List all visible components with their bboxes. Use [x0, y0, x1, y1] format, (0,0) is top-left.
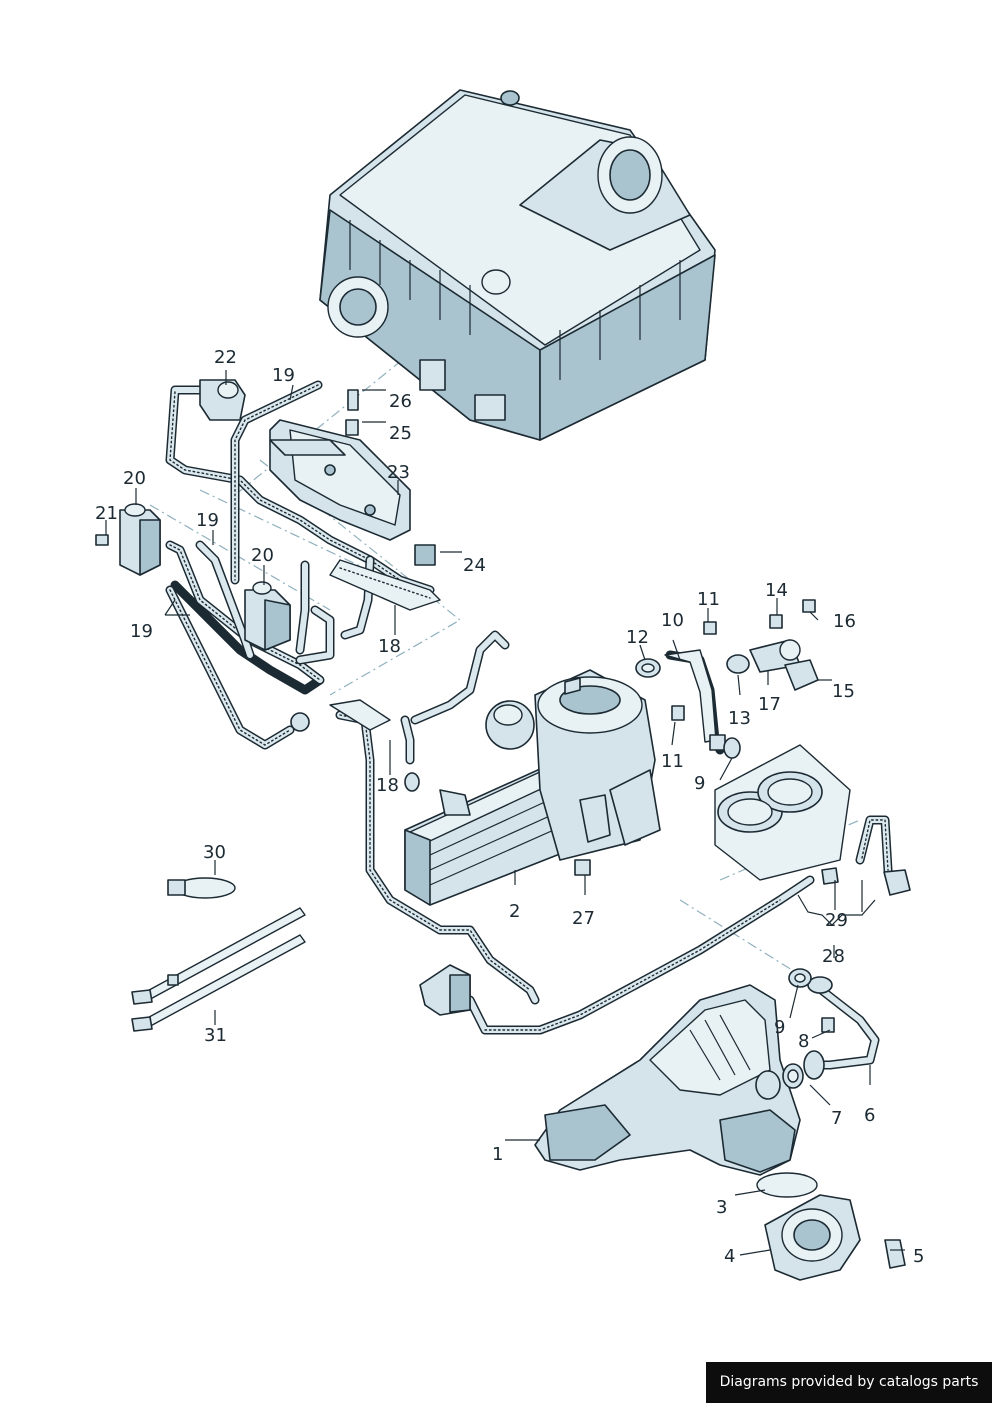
- callout-5: 5: [913, 1246, 924, 1267]
- credit-banner: Diagrams provided by catalogs parts: [706, 1362, 992, 1403]
- callout-23: 23: [387, 462, 410, 483]
- callout-14: 14: [765, 580, 788, 601]
- callout-16: 16: [833, 611, 856, 632]
- callout-4: 4: [724, 1246, 735, 1267]
- callout-10: 10: [661, 610, 684, 631]
- egr-cooler: [404, 669, 661, 906]
- intake-manifold: [534, 984, 801, 1176]
- connector: [419, 964, 471, 1016]
- leader-lines: [105, 370, 905, 1256]
- egr-pipe-parts: [635, 599, 819, 759]
- callout-18-upper: 18: [378, 636, 401, 657]
- callout-3: 3: [716, 1197, 727, 1218]
- air-filter-housing: [319, 89, 716, 441]
- hose-rail: [329, 559, 441, 731]
- callout-28: 28: [822, 946, 845, 967]
- credit-text: Diagrams provided by catalogs parts: [719, 1374, 979, 1390]
- callout-24: 24: [463, 555, 486, 576]
- bracket: [269, 419, 411, 541]
- callout-11-lower: 11: [661, 751, 684, 772]
- callout-numbers: 1 2 3 4 5 6 7 8 9 9 10 11 11 12 13 14 15…: [95, 347, 924, 1267]
- egr-pipe-lower: [782, 968, 880, 1089]
- callout-1: 1: [492, 1144, 503, 1165]
- callout-20-left: 20: [123, 468, 146, 489]
- callout-25: 25: [389, 423, 412, 444]
- callout-26: 26: [389, 391, 412, 412]
- callout-2: 2: [509, 901, 520, 922]
- callout-18-lower: 18: [376, 775, 399, 796]
- vacuum-hoses: [165, 380, 893, 1035]
- callout-31: 31: [204, 1025, 227, 1046]
- callout-15: 15: [832, 681, 855, 702]
- callout-22: 22: [214, 347, 237, 368]
- callout-13: 13: [728, 708, 751, 729]
- throttle-body: [756, 1172, 906, 1281]
- cable-ties: [131, 877, 306, 1032]
- callout-9-upper: 9: [694, 773, 705, 794]
- callout-21: 21: [95, 503, 118, 524]
- callout-8: 8: [798, 1031, 809, 1052]
- solenoid-valves: [119, 379, 436, 651]
- callout-6: 6: [864, 1105, 875, 1126]
- callout-12: 12: [626, 627, 649, 648]
- callout-20-mid: 20: [251, 545, 274, 566]
- small-fittings: [95, 389, 911, 896]
- callout-19-left: 19: [130, 621, 153, 642]
- callout-11-upper: 11: [697, 589, 720, 610]
- head-gasket: [714, 744, 851, 881]
- callout-9-lower: 9: [774, 1017, 785, 1038]
- callout-17: 17: [758, 694, 781, 715]
- callout-27: 27: [572, 908, 595, 929]
- callout-19-top: 19: [272, 365, 295, 386]
- callout-19-mid: 19: [196, 510, 219, 531]
- callout-7: 7: [831, 1108, 842, 1129]
- callout-30: 30: [203, 842, 226, 863]
- callout-29: 29: [825, 910, 848, 931]
